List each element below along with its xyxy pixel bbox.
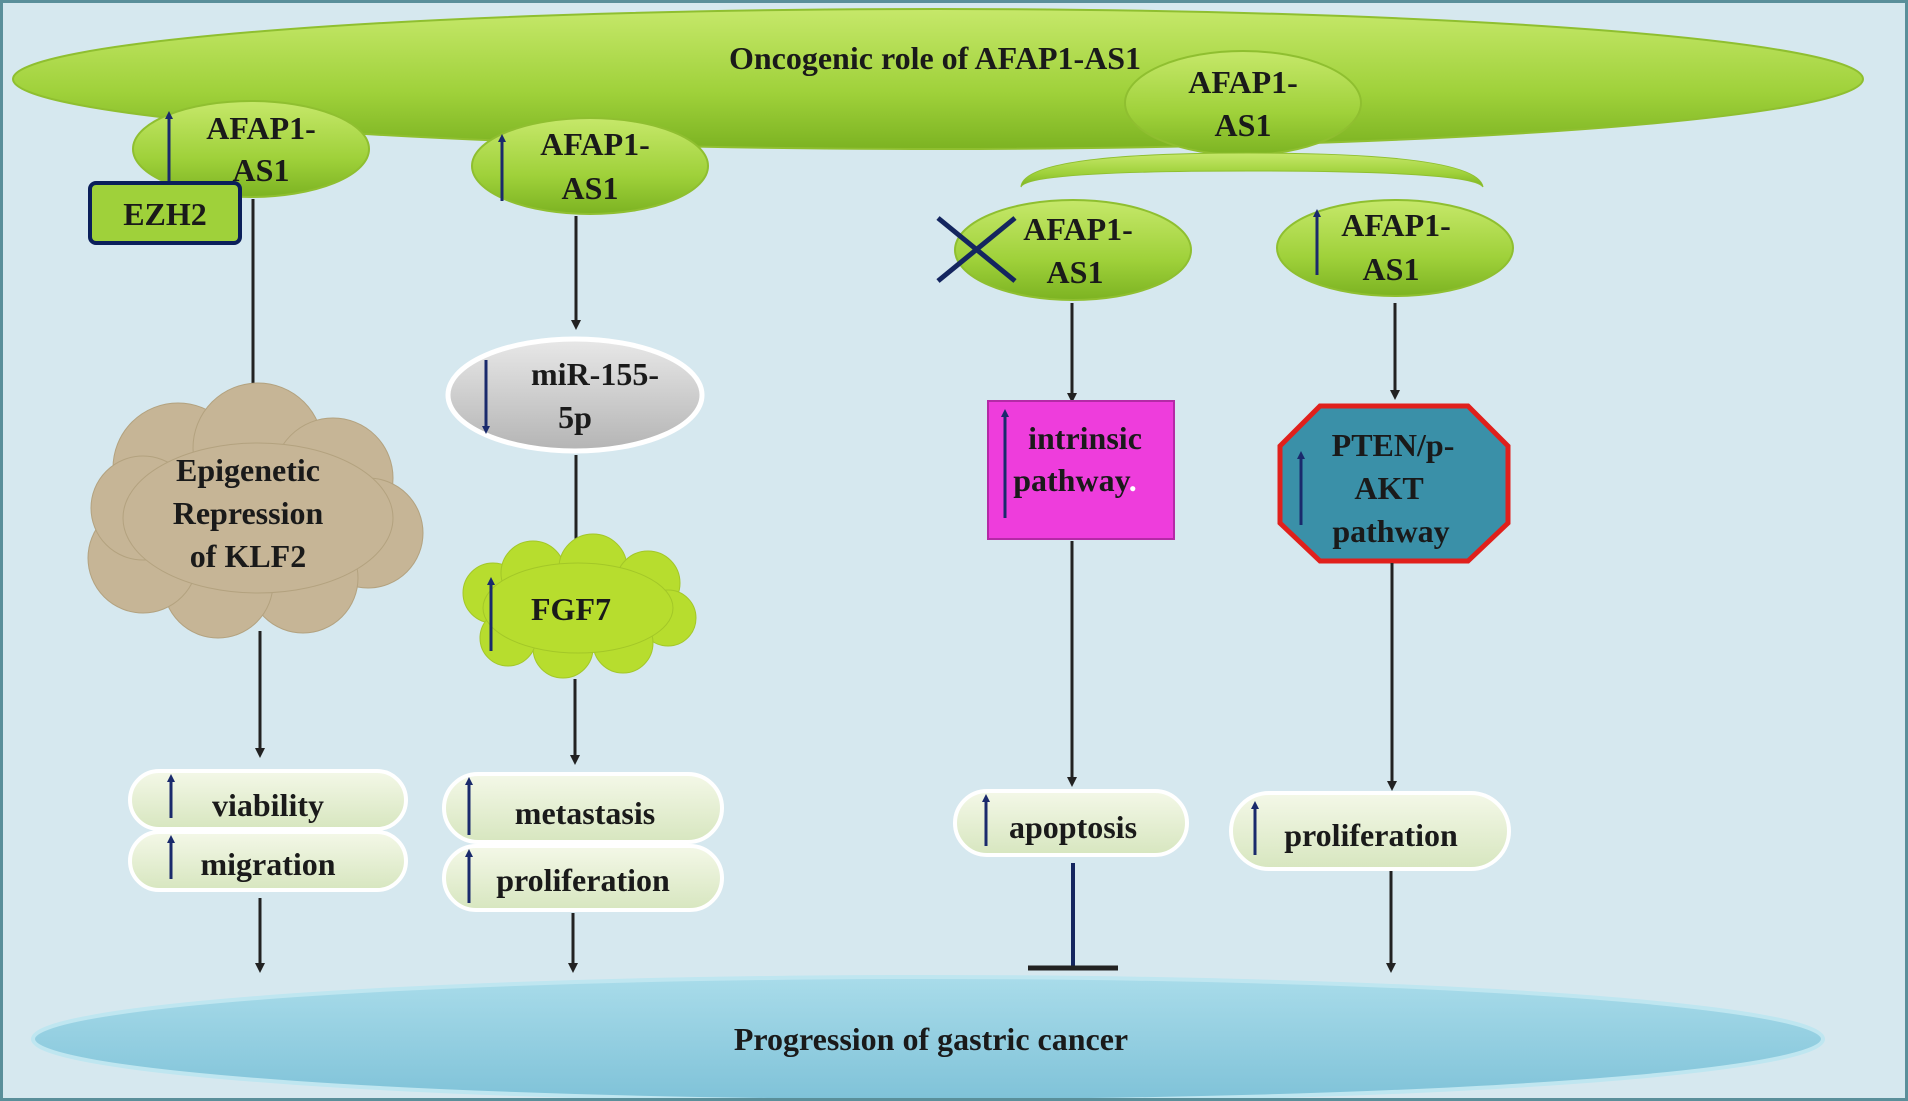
p1-cloud-line2: Repression [173, 495, 324, 531]
diagram-title: Oncogenic role of AFAP1-AS1 [729, 40, 1141, 76]
p3-gene-line1: AFAP1- [1023, 211, 1133, 247]
p2-gene-line2: AS1 [562, 170, 619, 206]
p2-fgf7-cloud [462, 533, 697, 679]
p1-outcome-pill-2 [128, 830, 408, 892]
p1-cloud-line1: Epigenetic [176, 452, 320, 488]
outcome-title: Progression of gastric cancer [734, 1021, 1128, 1057]
p2-outcome1-label: metastasis [515, 795, 655, 831]
p1-gene-line1: AFAP1- [206, 110, 316, 146]
p2-gene-ellipse [471, 117, 709, 215]
p3-outcome-pill [953, 789, 1189, 857]
p1-cloud-line3: of KLF2 [190, 538, 306, 574]
p3-gene-line2: AS1 [1047, 254, 1104, 290]
p3-cross-icon-b [936, 216, 1017, 283]
p2-mirna-line1: miR-155- [531, 356, 659, 392]
p3-box-dot: . [1129, 462, 1137, 498]
p4-gene-line2: AS1 [1363, 251, 1420, 287]
p3-box-line2: pathway. [1013, 462, 1137, 498]
p1-ezh2-label: EZH2 [123, 196, 207, 232]
p1-outcome1-label: viability [212, 787, 324, 823]
p4-oct-line1: PTEN/p- [1332, 427, 1455, 463]
top-gene-line1: AFAP1- [1188, 64, 1298, 100]
p3-box-line1: intrinsic [1028, 420, 1142, 456]
p4-gene-ellipse [1276, 199, 1514, 297]
p3-outcome-label: apoptosis [1009, 809, 1137, 845]
diagram-svg: Oncogenic role of AFAP1-AS1 Progression … [12, 8, 1864, 1098]
p1-gene-line2: AS1 [233, 152, 290, 188]
p3-box-line2-text: pathway [1013, 462, 1130, 498]
p2-fgf7-label: FGF7 [531, 591, 611, 627]
p2-mirna-ellipse [445, 336, 705, 454]
p2-outcome2-label: proliferation [496, 862, 670, 898]
p4-outcome-pill [1229, 791, 1511, 871]
outcome-ellipse [31, 975, 1825, 1098]
p3-gene-ellipse [954, 199, 1192, 301]
top-gene-line2: AS1 [1215, 107, 1272, 143]
p4-oct-line2: AKT [1354, 470, 1423, 506]
p2-outcome-pill-1 [442, 772, 724, 844]
p1-outcome-pill-1 [128, 769, 408, 831]
branch-bracket [1020, 152, 1484, 188]
p2-gene-line1: AFAP1- [540, 126, 650, 162]
p1-gene-ellipse [132, 100, 370, 198]
p1-ezh2-box [88, 181, 242, 245]
title-ellipse [12, 8, 1864, 150]
p4-oct-line3: pathway [1332, 513, 1449, 549]
p3-intrinsic-box [987, 400, 1175, 540]
p2-outcome-pill-2 [442, 844, 724, 912]
p4-outcome-label: proliferation [1284, 817, 1458, 853]
p2-mirna-line2: 5p [558, 399, 592, 435]
p1-cloud-shape [87, 382, 424, 639]
p4-octagon [1277, 403, 1511, 564]
p1-outcome2-label: migration [200, 846, 335, 882]
p4-gene-line1: AFAP1- [1341, 207, 1451, 243]
